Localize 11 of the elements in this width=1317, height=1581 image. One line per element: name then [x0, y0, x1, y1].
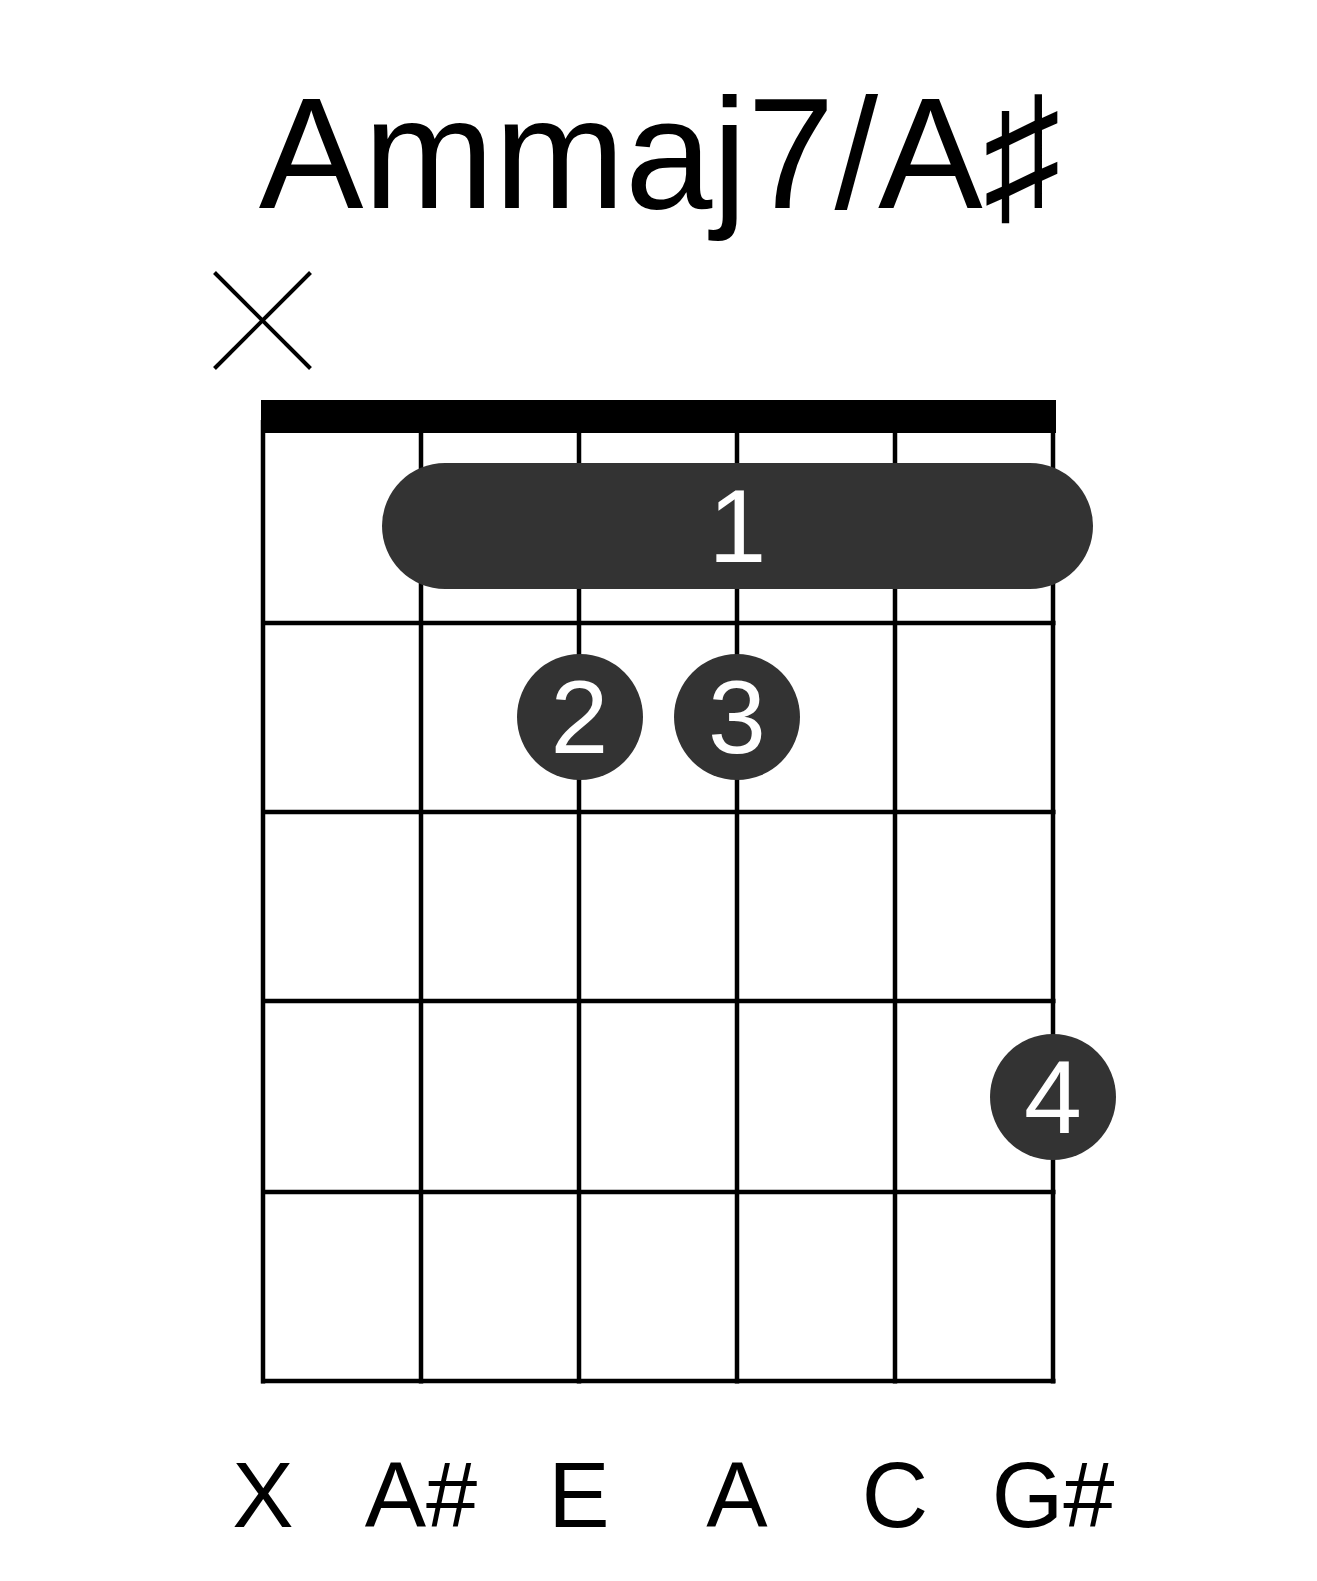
note-name: G#: [991, 1449, 1115, 1541]
note-name: C: [861, 1449, 929, 1541]
note-name: A#: [364, 1449, 478, 1541]
note-name: A: [706, 1449, 768, 1541]
finger-number: 3: [708, 665, 766, 769]
chord-title: Ammaj7/A♯: [257, 65, 1063, 243]
note-name: X: [232, 1449, 294, 1541]
finger-number: 4: [1024, 1045, 1082, 1149]
note-name: E: [548, 1449, 610, 1541]
finger-number: 2: [550, 665, 609, 769]
finger-number: 1: [708, 474, 767, 578]
